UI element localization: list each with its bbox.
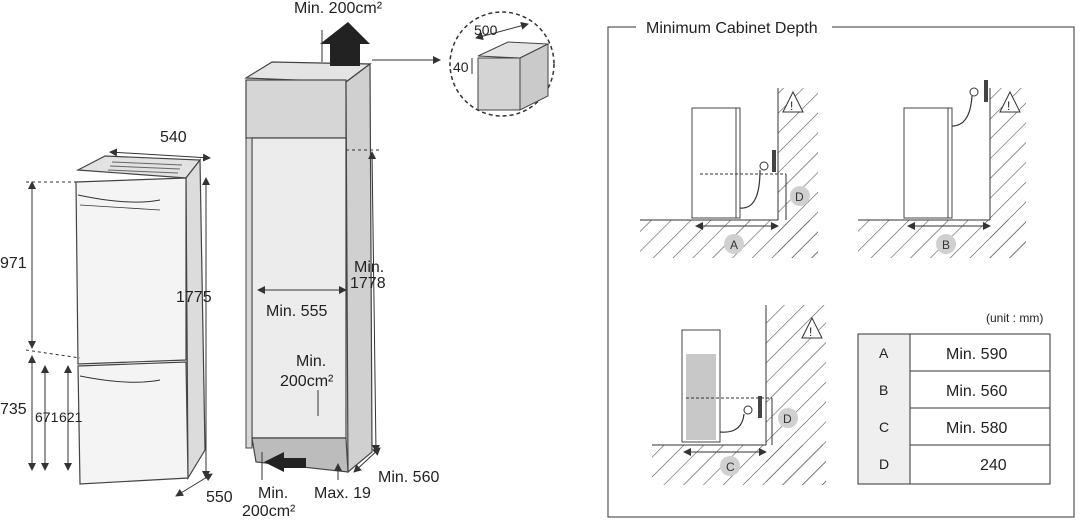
marker-c (720, 456, 740, 476)
bottom-airflow-arrow (264, 452, 306, 472)
fridge-dimensions (25, 148, 213, 497)
bottom-vent-label-line1: Min. (258, 485, 288, 502)
inner-vent-label-line1: Min. (296, 353, 326, 370)
inner-vent-label-line2: 200cm² (280, 373, 334, 390)
svg-text:A: A (730, 238, 738, 252)
panel-title: Minimum Cabinet Depth (646, 20, 818, 37)
unit-note: (unit : mm) (986, 311, 1043, 325)
table-row-key: B (879, 382, 888, 398)
cabinet-width-label: Min. 555 (266, 303, 327, 320)
fridge-illustration (75, 155, 206, 485)
svg-text:!: ! (1007, 99, 1010, 113)
fridge-lower-height-label: 735 (0, 401, 27, 418)
scenario-c: ! (652, 305, 826, 485)
cabinet-height-label-line2: 1778 (350, 275, 386, 292)
svg-text:!: ! (790, 99, 793, 113)
fridge-total-height-label: 1775 (176, 289, 212, 306)
cabinet-depth-panel (607, 16, 1075, 518)
bottom-vent-label-line2: 200cm² (242, 503, 296, 520)
cabinet-dimensions (257, 149, 381, 480)
fridge-depth-label: 550 (206, 489, 233, 506)
scenario-a: ! (640, 88, 818, 258)
table-row-key: D (879, 456, 889, 472)
marker-a (724, 234, 744, 254)
table-row-value: Min. 560 (946, 383, 1007, 400)
depth-table (857, 333, 1051, 485)
detail-height-label: 40 (453, 59, 469, 75)
svg-text:D: D (783, 412, 792, 426)
table-row-value: 240 (980, 457, 1007, 474)
detail-callout (449, 11, 555, 117)
marker-d-2 (778, 408, 798, 428)
svg-text:C: C (726, 460, 735, 474)
table-row-value: Min. 590 (946, 346, 1007, 363)
top-vent-label: Min. 200cm² (294, 0, 383, 17)
table-row-key: C (879, 419, 889, 435)
table-row-key: A (879, 345, 889, 361)
cabinet-height-label-line1: Min. (354, 259, 384, 276)
marker-d-1 (790, 186, 810, 206)
fridge-width-label: 540 (160, 129, 187, 146)
plinth-gap-label: Max. 19 (314, 485, 371, 502)
marker-b (936, 234, 956, 254)
table-row-value: Min. 580 (946, 420, 1007, 437)
svg-text:!: ! (809, 325, 812, 339)
fridge-upper-height-label: 971 (0, 255, 27, 272)
cabinet-depth-label: Min. 560 (378, 469, 439, 486)
scenario-b: ! (858, 80, 1026, 258)
fridge-lower-h1-label: 671 (35, 409, 59, 425)
detail-width-label: 500 (474, 22, 498, 38)
top-airflow-arrow (320, 22, 370, 66)
svg-text:B: B (942, 238, 950, 252)
svg-text:D: D (795, 190, 804, 204)
fridge-lower-h2-label: 621 (59, 409, 83, 425)
